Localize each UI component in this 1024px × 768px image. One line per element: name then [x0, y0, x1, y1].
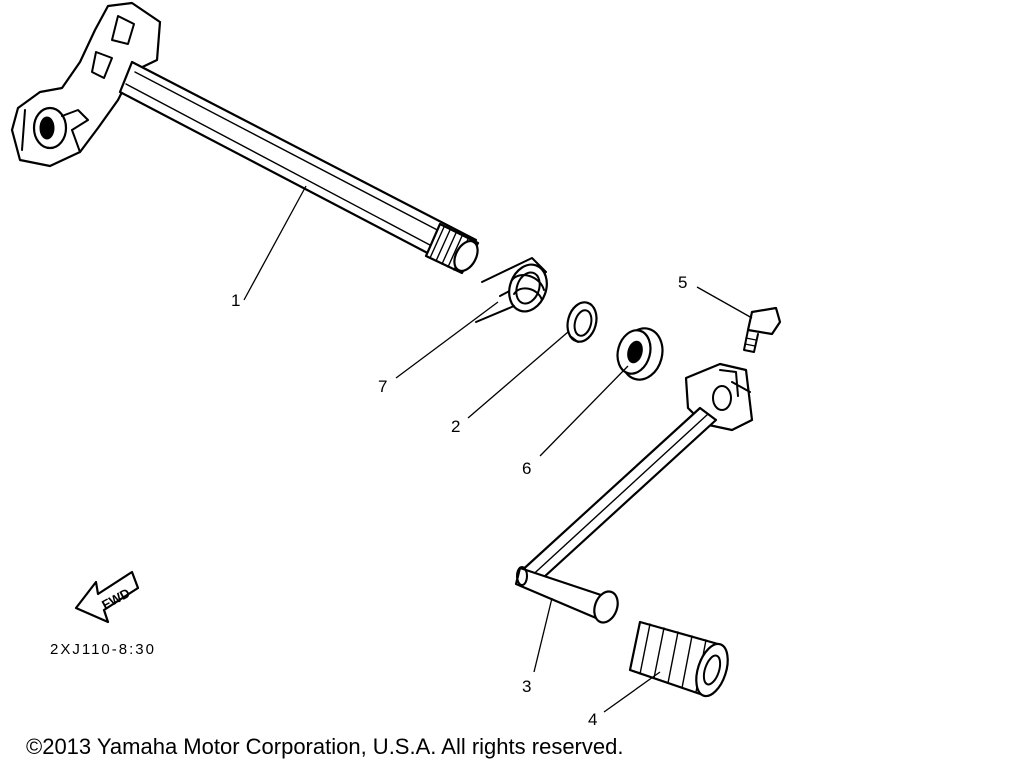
leader-line-5 [696, 286, 753, 319]
bolt-part [743, 306, 782, 353]
rubber-pad-part [628, 620, 729, 698]
callout-2: 2 [451, 417, 460, 436]
torsion-spring-part [475, 257, 548, 323]
fwd-arrow-icon: FWD [74, 570, 140, 624]
shift-shaft-part [10, 1, 480, 275]
leader-line-3 [533, 597, 553, 673]
leader-line-1 [243, 185, 307, 301]
shift-pedal-part [514, 362, 754, 624]
callout-7: 7 [378, 377, 387, 396]
leader-line-4 [603, 671, 661, 713]
leader-line-2 [467, 331, 569, 419]
copyright-notice: ©2013 Yamaha Motor Corporation, U.S.A. A… [26, 734, 624, 759]
callout-1: 1 [231, 291, 240, 310]
leader-line-7 [395, 301, 499, 379]
oil-seal-part [616, 327, 664, 381]
callout-5: 5 [678, 273, 687, 292]
callout-4: 4 [588, 710, 597, 729]
callout-3: 3 [522, 677, 531, 696]
figure-code: 2XJ110-8:30 [50, 641, 156, 658]
circlip-part [566, 301, 598, 343]
callout-6: 6 [522, 459, 531, 478]
leader-line-6 [539, 365, 629, 457]
